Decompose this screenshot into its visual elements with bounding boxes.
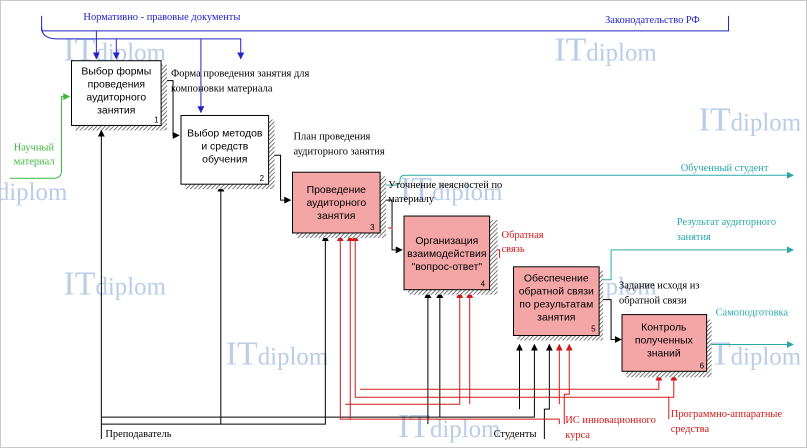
watermarks: ITdiplom ITdiplom ITdiplom diplom ITdipl… — [0, 32, 801, 445]
svg-text:6: 6 — [700, 361, 705, 370]
label-is-1: ИС инновационного — [565, 415, 656, 426]
svg-text:2: 2 — [260, 174, 265, 183]
arrow-task — [599, 299, 622, 343]
watermark-itdiplom: ITdiplom — [64, 266, 166, 303]
label-form-2: компоновки материала — [171, 84, 273, 95]
label-clarify-2: материалу — [388, 194, 435, 205]
svg-text:4: 4 — [481, 280, 486, 289]
label-scientific-material-1: Научный — [14, 142, 55, 153]
label-feedback-1: Обратная — [502, 230, 544, 241]
watermark-itdiplom: ITdiplom — [554, 32, 656, 69]
label-is-2: курса — [565, 430, 590, 441]
label-trained-student: Обученный студент — [681, 163, 769, 174]
label-result-2: занятия — [677, 232, 711, 243]
label-teacher: Преподаватель — [105, 429, 171, 440]
label-hw-2: средства — [671, 424, 710, 435]
label-result-1: Результат аудиторного — [677, 217, 776, 228]
svg-text:1: 1 — [154, 115, 159, 124]
mechanism-red — [336, 234, 678, 425]
svg-text:3: 3 — [370, 223, 375, 232]
watermark-itdiplom: ITdiplom — [699, 101, 801, 138]
watermark-itdiplom: ITdiplom — [398, 408, 500, 445]
input-arrow-scientific-material — [9, 93, 71, 179]
label-clarify-1: Уточнение неясностей по — [388, 180, 502, 191]
control-arrows — [41, 15, 730, 114]
label-scientific-material-2: материал — [14, 156, 55, 167]
watermark-itdiplom: ITdiplom — [400, 171, 502, 208]
label-legislation: Законодательство РФ — [605, 15, 700, 26]
label-feedback-2: связь — [502, 244, 525, 255]
watermark-itdiplom: ITdiplom — [699, 335, 801, 372]
watermark-itdiplom: diplom — [0, 179, 67, 206]
label-task-1: Задание исходя из — [619, 281, 699, 292]
label-hw-1: Программно-аппаратные — [671, 409, 783, 420]
mechanism-black — [97, 129, 553, 440]
svg-text:5: 5 — [591, 325, 596, 334]
label-normative-docs: Нормативно - правовые документы — [83, 12, 240, 23]
label-task-2: обратной связи — [619, 296, 687, 307]
watermark-itdiplom: ITdiplom — [226, 335, 328, 372]
label-form-1: Форма проведения занятия для — [171, 69, 309, 80]
label-self-study: Самоподготовка — [716, 308, 789, 319]
output-arrows — [380, 171, 794, 348]
label-plan-1: План проведения — [293, 131, 370, 142]
label-students: Студенты — [494, 429, 537, 440]
label-plan-2: аудиторного занятия — [293, 146, 384, 157]
